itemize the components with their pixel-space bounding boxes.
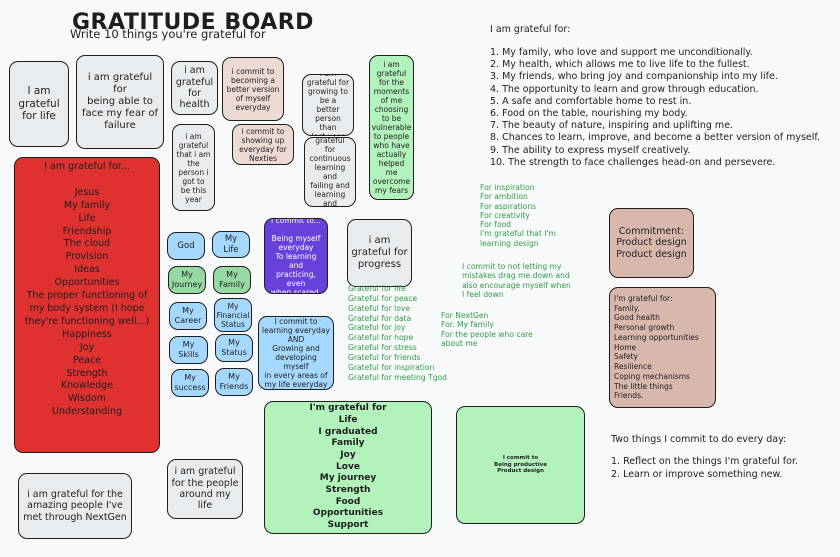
- text-commit-mistakes: I commit to not letting my mistakes drag…: [462, 262, 571, 299]
- list-item: 6. Food on the table, nourishing my body…: [490, 108, 688, 120]
- card-grateful-progress[interactable]: i am grateful for progress: [347, 219, 412, 287]
- card-grateful-life[interactable]: I am grateful for life: [9, 61, 69, 147]
- card-red-grateful-list[interactable]: I am grateful for... Jesus My family Lif…: [14, 157, 160, 453]
- card-commit-being-myself[interactable]: I commit to... Being myself everyday To …: [264, 218, 328, 294]
- card-growing-better[interactable]: i am grateful for growing to be a better…: [302, 74, 354, 136]
- list-item: 4. The opportunity to learn and grow thr…: [490, 83, 759, 95]
- list-item: 5. A safe and comfortable home to rest i…: [490, 95, 692, 107]
- note-my-family[interactable]: My Family: [213, 266, 251, 294]
- note-my-financial-status[interactable]: My Financial Status: [214, 298, 252, 332]
- card-fear-of-failure[interactable]: i am grateful for being able to face my …: [76, 55, 164, 149]
- card-commit-nexties[interactable]: i commit to showing up everyday for Next…: [232, 124, 294, 165]
- note-my-skills[interactable]: My Skills: [169, 336, 208, 364]
- card-grateful-health[interactable]: i am grateful for health: [171, 61, 218, 115]
- note-my-friends[interactable]: My Friends: [215, 368, 253, 396]
- note-my-status[interactable]: My Status: [215, 334, 253, 362]
- page-title: GRATITUDE BOARD: [72, 10, 314, 35]
- list-item: 9. The ability to express myself creativ…: [490, 144, 691, 156]
- text-for-inspiration: For inspiration For ambition For aspirat…: [480, 183, 556, 248]
- card-commit-productive[interactable]: I commit to Being productive Product des…: [456, 406, 585, 524]
- card-commitment-product-design[interactable]: Commitment: Product design Product desig…: [609, 208, 694, 278]
- card-people-around[interactable]: i am grateful for the people around my l…: [167, 459, 243, 519]
- note-my-journey[interactable]: My Journey: [168, 266, 206, 294]
- note-my-success[interactable]: My success: [171, 369, 209, 397]
- list-heading: I am grateful for:: [490, 24, 571, 35]
- note-my-career[interactable]: My Career: [169, 302, 207, 330]
- list-item: 2. My health, which allows me to live li…: [490, 59, 750, 71]
- list-item: 10. The strength to face challenges head…: [490, 156, 776, 168]
- text-grateful-for-list: Grateful for life Grateful for peace Gra…: [348, 284, 447, 382]
- grateful-numbered-list: I am grateful for: 1. My family, who lov…: [490, 24, 835, 169]
- card-tan-grateful-list[interactable]: I'm grateful for: Family. Good health Pe…: [609, 287, 716, 408]
- commit-daily-heading: Two things I commit to do every day:: [611, 434, 787, 445]
- list-item: 2. Learn or improve something new.: [611, 468, 783, 480]
- card-big-green-list[interactable]: I'm grateful for Life I graduated Family…: [264, 401, 432, 534]
- page-subtitle: Write 10 things you're grateful for: [70, 27, 266, 41]
- list-item: 8. Chances to learn, improve, and become…: [490, 132, 821, 144]
- text-for-nextgen: For NextGen For. My family For the peopl…: [441, 311, 533, 348]
- card-continuous-learning[interactable]: i am grateful for continuous learning an…: [304, 137, 356, 207]
- card-commit-learning-everyday[interactable]: I commit to learning everyday AND Growin…: [258, 316, 334, 390]
- list-item: 7. The beauty of nature, inspiring and u…: [490, 120, 734, 132]
- card-person-this-year[interactable]: i am grateful that i am the person i got…: [172, 124, 215, 211]
- note-god[interactable]: God: [167, 232, 205, 260]
- card-nextgen-people[interactable]: i am grateful for the amazing people I'v…: [18, 473, 132, 539]
- commit-daily-section: Two things I commit to do every day: 1. …: [611, 434, 836, 481]
- note-my-life[interactable]: My Life: [212, 231, 250, 258]
- card-commit-better-version[interactable]: i commit to becoming a better version of…: [222, 57, 284, 121]
- list-item: 3. My friends, who bring joy and compani…: [490, 71, 778, 83]
- list-item: 1. Reflect on the things I'm grateful fo…: [611, 456, 799, 467]
- list-item: 1. My family, who love and support me un…: [490, 47, 753, 58]
- card-vulnerable-moments[interactable]: i am grateful for the moments of me choo…: [369, 55, 414, 200]
